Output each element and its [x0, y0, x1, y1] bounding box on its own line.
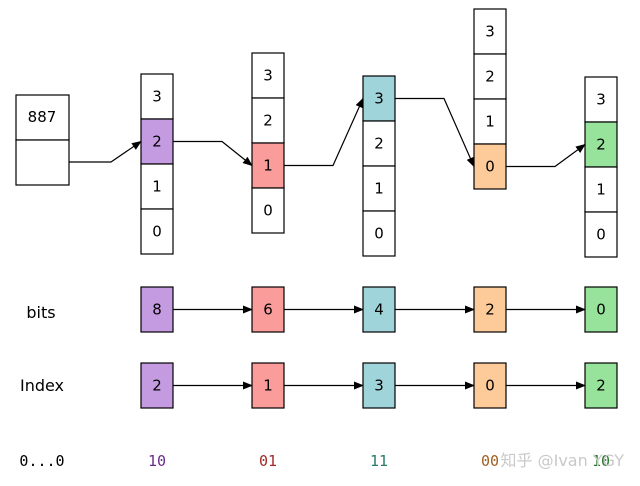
slot-label: 3 [263, 67, 273, 85]
bits-value: 8 [152, 301, 162, 319]
index-value: 0 [485, 377, 495, 395]
slot-label: 0 [374, 225, 384, 243]
slot-label: 2 [374, 135, 384, 153]
pointer-arrow [69, 140, 142, 163]
bits-cell [140, 286, 174, 333]
array-slot [362, 165, 396, 212]
slot-label: 1 [263, 157, 273, 175]
array-node-4: 3 2 1 0 [584, 76, 618, 258]
array-slot [473, 8, 507, 55]
root-node: 887 [15, 94, 70, 186]
pointer-arrow [506, 143, 586, 168]
index-row: 2 1 3 0 2 [140, 362, 618, 409]
root-value: 887 [28, 108, 57, 126]
trie-arrays: 3 2 1 0 3 2 1 0 3 2 1 0 3 2 1 0 3 2 1 0 [140, 8, 618, 258]
watermark: 知乎 @Ivan YGY [501, 451, 625, 470]
bits-value: 4 [374, 301, 384, 319]
bits-row: 8 6 4 2 0 [140, 286, 618, 333]
pointer-arrows [69, 97, 586, 168]
index-cell [584, 362, 618, 409]
index-cell [140, 362, 174, 409]
array-slot [584, 211, 618, 258]
array-slot [140, 73, 174, 120]
binary-digits: 10 [148, 452, 166, 470]
index-row-label: Index [20, 376, 64, 395]
bits-value: 2 [485, 301, 495, 319]
index-value: 3 [374, 377, 384, 395]
slot-label: 1 [374, 180, 384, 198]
array-slot [251, 52, 285, 99]
slot-label: 1 [485, 113, 495, 131]
index-cell [362, 362, 396, 409]
array-slot [140, 208, 174, 255]
bits-value: 0 [596, 301, 606, 319]
pointer-arrow [284, 97, 364, 167]
array-slot [140, 163, 174, 210]
bits-cell [473, 286, 507, 333]
slot-label: 1 [596, 181, 606, 199]
array-node-0: 3 2 1 0 [140, 73, 174, 255]
array-slot [362, 120, 396, 167]
array-node-3: 3 2 1 0 [473, 8, 507, 190]
array-node-1: 3 2 1 0 [251, 52, 285, 234]
index-cell [251, 362, 285, 409]
slot-label: 2 [596, 136, 606, 154]
pointer-arrow [395, 97, 475, 168]
slot-label: 3 [374, 90, 384, 108]
slot-label: 0 [263, 202, 273, 220]
array-slot [584, 76, 618, 123]
slot-label: 0 [596, 226, 606, 244]
array-slot-highlighted [584, 121, 618, 168]
slot-label: 0 [485, 158, 495, 176]
slot-label: 2 [152, 133, 162, 151]
bits-value: 6 [263, 301, 273, 319]
array-slot [584, 166, 618, 213]
slot-label: 3 [596, 91, 606, 109]
slot-label: 0 [152, 223, 162, 241]
index-value: 1 [263, 377, 273, 395]
slot-label: 2 [263, 112, 273, 130]
bits-row-label: bits [26, 303, 55, 322]
bits-cell [362, 286, 396, 333]
binary-digits: 11 [370, 452, 388, 470]
slot-label: 3 [485, 23, 495, 41]
slot-label: 1 [152, 178, 162, 196]
binary-digits: 00 [481, 452, 499, 470]
binary-row: 10 01 11 00 10 [148, 452, 610, 470]
bits-cell [251, 286, 285, 333]
pointer-arrow [173, 140, 253, 167]
index-cell [473, 362, 507, 409]
array-slot [362, 210, 396, 257]
array-node-2: 3 2 1 0 [362, 75, 396, 257]
index-value: 2 [152, 377, 162, 395]
index-value: 2 [596, 377, 606, 395]
root-value-cell [15, 94, 70, 141]
array-slot [473, 98, 507, 145]
bits-cell [584, 286, 618, 333]
slot-label: 3 [152, 88, 162, 106]
binary-prefix: 0...0 [19, 452, 64, 470]
array-slot [251, 187, 285, 234]
slot-label: 2 [485, 68, 495, 86]
binary-digits: 01 [259, 452, 277, 470]
binary-digits: 10 [592, 452, 610, 470]
root-pointer-cell [15, 139, 70, 186]
